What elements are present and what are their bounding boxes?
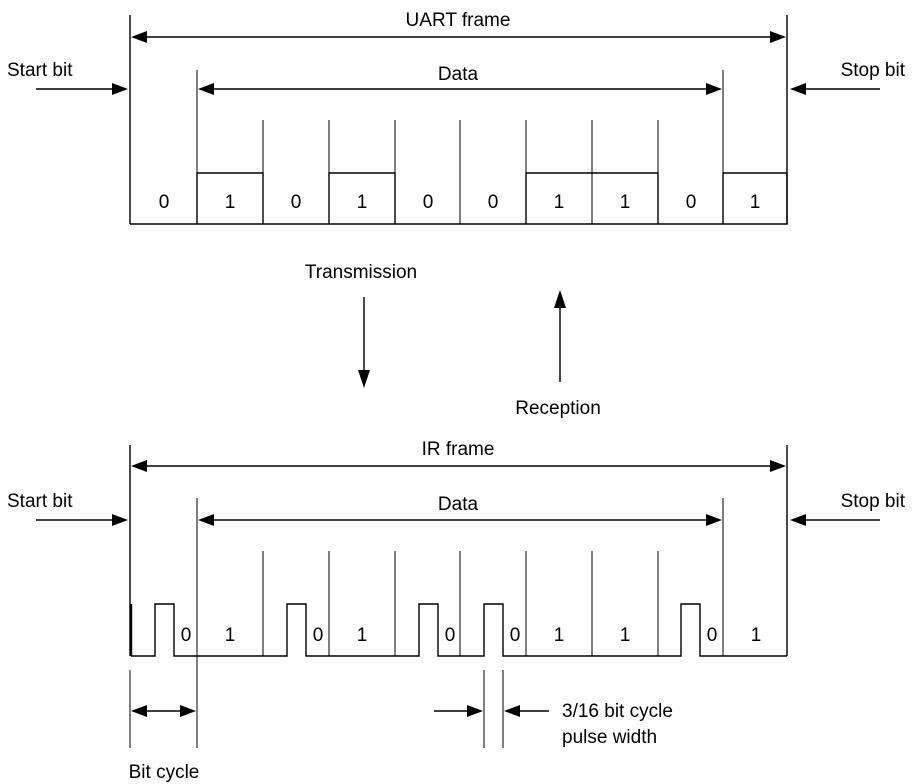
ir-stop-bit-label: Stop bit xyxy=(841,491,906,512)
transmission-arrow xyxy=(358,297,370,388)
transmission-label: Transmission xyxy=(305,262,417,283)
uart-bit-labels: 0 1 0 1 0 0 1 1 0 1 xyxy=(159,192,761,213)
uart-data-arrow xyxy=(198,83,722,95)
uart-frame-label: UART frame xyxy=(406,10,511,31)
uart-bit-0: 0 xyxy=(159,192,170,213)
ir-stop-bit-arrow xyxy=(790,514,880,526)
ir-bit-5: 0 xyxy=(510,625,521,646)
uart-stop-bit-label: Stop bit xyxy=(841,60,906,81)
uart-frame-arrow xyxy=(131,31,786,43)
ir-bit-dividers xyxy=(262,551,659,656)
uart-bit-8: 0 xyxy=(686,192,697,213)
ir-section: IR frame Data 0 1 0 1 0 0 xyxy=(7,439,906,783)
uart-stop-bit-arrow xyxy=(790,83,880,95)
ir-frame-arrow xyxy=(131,460,786,472)
ir-bit-6: 1 xyxy=(554,625,565,646)
uart-start-bit-arrow xyxy=(36,83,128,95)
ir-bit-1: 1 xyxy=(225,625,236,646)
ir-bit-3: 1 xyxy=(357,625,368,646)
uart-bit-9: 1 xyxy=(750,192,761,213)
bit-cycle-arrow xyxy=(131,705,196,717)
ir-bit-0: 0 xyxy=(181,625,192,646)
ir-bit-2: 0 xyxy=(313,625,324,646)
uart-bit-5: 0 xyxy=(488,192,499,213)
uart-waveform xyxy=(130,172,788,225)
ir-start-bit-arrow xyxy=(36,514,128,526)
ir-bit-9: 1 xyxy=(751,625,762,646)
ir-frame-label: IR frame xyxy=(422,439,495,460)
bit-cycle-label: Bit cycle xyxy=(129,762,200,783)
ir-bit-4: 0 xyxy=(445,625,456,646)
uart-bit-7: 1 xyxy=(620,192,631,213)
pulse-width-label-line1: 3/16 bit cycle xyxy=(562,701,673,722)
uart-bit-1: 1 xyxy=(225,192,236,213)
ir-bit-7: 1 xyxy=(620,625,631,646)
direction-section: Transmission Reception xyxy=(305,262,601,419)
uart-start-bit-label: Start bit xyxy=(7,60,73,81)
uart-bit-2: 0 xyxy=(291,192,302,213)
uart-bit-dividers xyxy=(262,120,659,224)
pulse-width-arrows xyxy=(434,705,549,717)
ir-data-label: Data xyxy=(438,494,479,515)
ir-data-arrow xyxy=(198,514,722,526)
uart-bit-4: 0 xyxy=(423,192,434,213)
reception-label: Reception xyxy=(515,398,601,419)
uart-bit-6: 1 xyxy=(554,192,565,213)
uart-data-label: Data xyxy=(438,64,479,85)
reception-arrow xyxy=(554,290,566,382)
uart-section: UART frame Data 0 1 0 1 0 xyxy=(7,10,906,225)
ir-bit-labels: 0 1 0 1 0 0 1 1 0 1 xyxy=(181,625,762,646)
ir-start-bit-label: Start bit xyxy=(7,491,73,512)
ir-waveform xyxy=(131,603,787,657)
uart-bit-3: 1 xyxy=(357,192,368,213)
pulse-width-label-line2: pulse width xyxy=(562,727,657,748)
ir-bit-8: 0 xyxy=(707,625,718,646)
